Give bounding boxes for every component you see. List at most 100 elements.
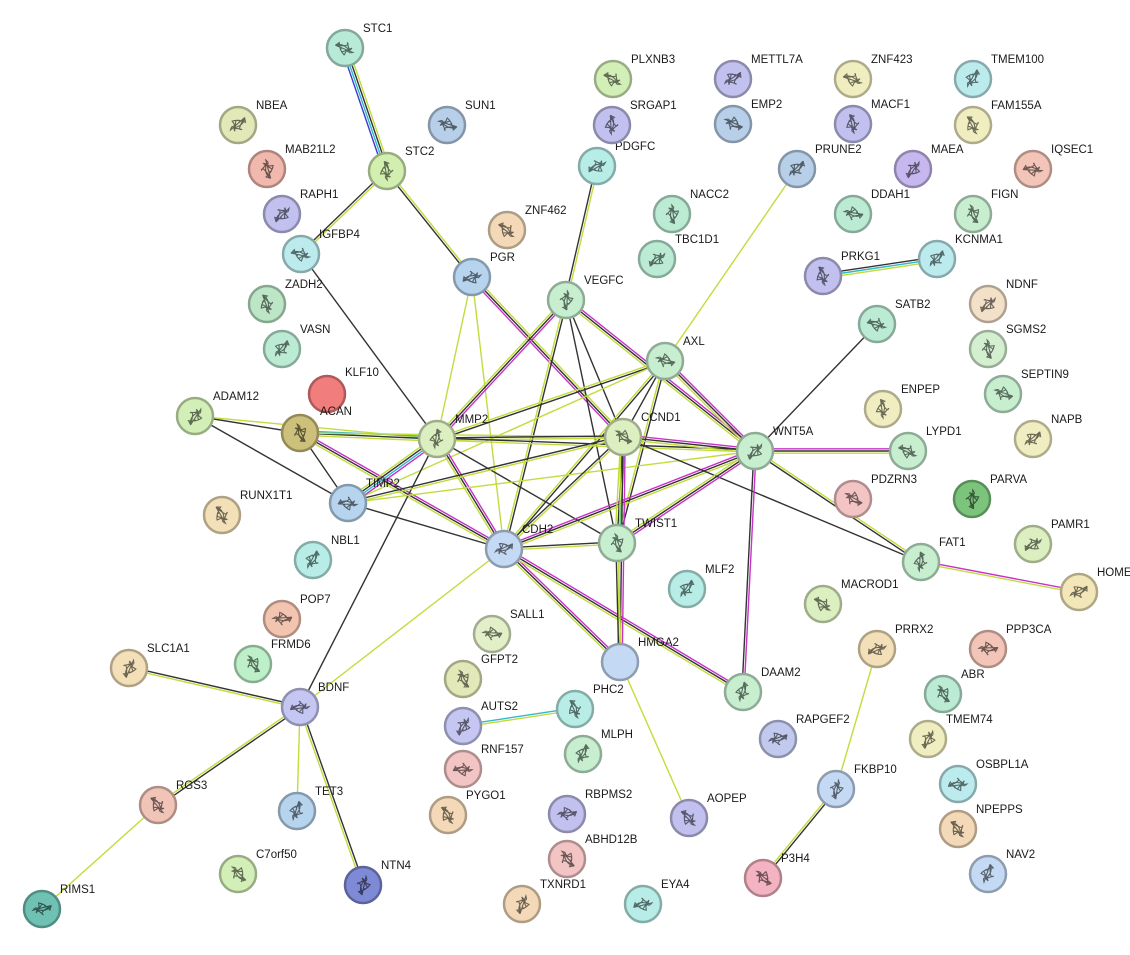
node-circle[interactable] [1013,524,1053,564]
node-circle[interactable] [218,854,258,894]
node-circle[interactable] [1013,149,1053,189]
node-circle[interactable] [202,495,242,535]
node-circle[interactable] [968,284,1008,324]
node-raph1[interactable]: RAPH1 [262,189,338,234]
node-macf1[interactable]: MACF1 [833,99,910,144]
node-mab21l2[interactable]: MAB21L2 [247,144,336,189]
node-rims1[interactable]: RIMS1 [22,884,95,929]
node-circle[interactable] [857,304,897,344]
node-circle[interactable] [857,629,897,669]
node-circle[interactable] [953,105,993,145]
node-circle[interactable] [247,149,287,189]
node-ddah1[interactable]: DDAH1 [833,189,910,234]
node-circle[interactable] [233,644,273,684]
node-circle[interactable] [427,105,467,145]
node-macrod1[interactable]: MACROD1 [803,579,899,624]
node-circle[interactable] [600,642,640,682]
node-circle[interactable] [487,210,527,250]
node-homer1[interactable]: HOMER1 [1059,567,1130,612]
node-fam155a[interactable]: FAM155A [953,100,1042,145]
node-axl[interactable]: AXL [645,336,705,381]
node-circle[interactable] [502,884,542,924]
node-circle[interactable] [325,28,365,68]
node-parva[interactable]: PARVA [952,474,1027,519]
node-nbea[interactable]: NBEA [218,100,288,145]
node-pdzrn3[interactable]: PDZRN3 [833,474,917,519]
node-circle[interactable] [281,234,321,274]
node-nav2[interactable]: NAV2 [968,849,1035,894]
node-circle[interactable] [22,889,62,929]
node-mlph[interactable]: MLPH [563,729,633,774]
node-circle[interactable] [645,341,685,381]
node-stc2[interactable]: STC2 [367,146,434,191]
node-circle[interactable] [888,431,928,471]
node-klf10[interactable]: KLF10 [307,367,379,414]
node-vasn[interactable]: VASN [262,324,330,369]
node-circle[interactable] [443,749,483,789]
node-circle[interactable] [777,149,817,189]
node-circle[interactable] [443,706,483,746]
node-frmd6[interactable]: FRMD6 [233,639,311,684]
node-pdgfc[interactable]: PDGFC [577,141,655,186]
node-ndnf[interactable]: NDNF [968,279,1038,324]
node-tet3[interactable]: TET3 [277,786,343,831]
node-circle[interactable] [953,194,993,234]
node-circle[interactable] [968,629,1008,669]
node-circle[interactable] [280,687,320,727]
node-circle[interactable] [637,239,677,279]
node-tmem74[interactable]: TMEM74 [908,714,993,759]
node-tbc1d1[interactable]: TBC1D1 [637,234,719,279]
node-circle[interactable] [218,105,258,145]
node-fat1[interactable]: FAT1 [901,537,966,582]
node-circle[interactable] [577,146,617,186]
node-circle[interactable] [307,374,347,414]
node-circle[interactable] [262,329,302,369]
node-hmga2[interactable]: HMGA2 [600,637,679,682]
node-circle[interactable] [803,584,843,624]
node-circle[interactable] [546,280,586,320]
node-circle[interactable] [743,858,783,898]
node-circle[interactable] [833,194,873,234]
node-circle[interactable] [443,659,483,699]
node-ppp3ca[interactable]: PPP3CA [968,624,1052,669]
node-rgs3[interactable]: RGS3 [138,780,207,825]
node-circle[interactable] [603,417,643,457]
node-znf462[interactable]: ZNF462 [487,205,567,250]
node-rbpms2[interactable]: RBPMS2 [547,789,632,834]
node-satb2[interactable]: SATB2 [857,299,931,344]
node-circle[interactable] [262,599,302,639]
node-fign[interactable]: FIGN [953,189,1018,234]
node-circle[interactable] [1013,419,1053,459]
node-circle[interactable] [472,614,512,654]
node-circle[interactable] [563,734,603,774]
node-circle[interactable] [592,105,632,145]
node-lypd1[interactable]: LYPD1 [888,426,962,471]
node-circle[interactable] [735,431,775,471]
node-nacc2[interactable]: NACC2 [652,189,729,234]
node-circle[interactable] [1059,572,1099,612]
node-plxnb3[interactable]: PLXNB3 [593,54,675,99]
node-circle[interactable] [667,569,707,609]
node-sgms2[interactable]: SGMS2 [968,324,1046,369]
node-circle[interactable] [833,59,873,99]
node-pygo1[interactable]: PYGO1 [428,790,506,835]
node-runx1t1[interactable]: RUNX1T1 [202,490,292,535]
node-sall1[interactable]: SALL1 [472,609,545,654]
node-mlf2[interactable]: MLF2 [667,564,734,609]
node-abhd12b[interactable]: ABHD12B [547,834,638,879]
node-pamr1[interactable]: PAMR1 [1013,519,1090,564]
node-nbl1[interactable]: NBL1 [293,535,360,580]
node-circle[interactable] [923,674,963,714]
node-rapgef2[interactable]: RAPGEF2 [758,714,850,759]
node-zadh2[interactable]: ZADH2 [247,279,323,324]
node-acan[interactable]: ACAN [280,406,352,453]
node-circle[interactable] [280,413,320,453]
node-txnrd1[interactable]: TXNRD1 [502,879,586,924]
node-circle[interactable] [908,719,948,759]
node-circle[interactable] [367,151,407,191]
node-prkg1[interactable]: PRKG1 [803,251,880,296]
node-prrx2[interactable]: PRRX2 [857,624,933,669]
node-circle[interactable] [138,785,178,825]
node-circle[interactable] [555,689,595,729]
node-pop7[interactable]: POP7 [262,594,331,639]
